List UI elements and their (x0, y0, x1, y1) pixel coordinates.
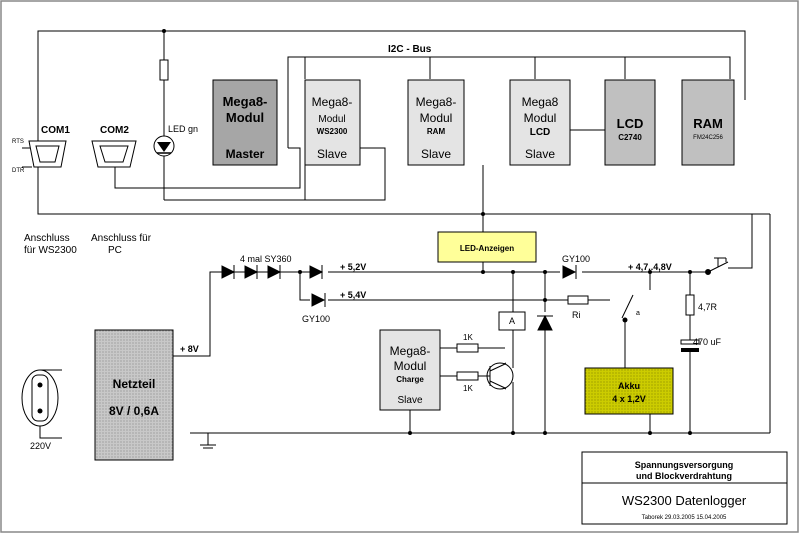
v52-label: + 5,2V (340, 262, 366, 272)
slave-ws2300-line4: Slave (317, 147, 347, 161)
module-lcd (604, 79, 656, 166)
v54-label: + 5,4V (340, 290, 366, 300)
v220-label: 220V (30, 441, 51, 451)
anschluss-pc-line1: Anschluss für (91, 233, 152, 244)
slave-ram-line3: RAM (427, 127, 446, 136)
title-author: Taborek 29.03.2005 15.04.2005 (642, 515, 727, 521)
slave-lcd-line2: Modul (524, 111, 557, 125)
diode-gy100-lower-icon (311, 293, 326, 307)
gy100-upper-label: GY100 (562, 254, 590, 264)
com2-label: COM2 (100, 125, 129, 136)
diode-sy360-icons (221, 265, 324, 279)
slave-ws2300-line2: Modul (318, 114, 345, 125)
resistor-4r7 (685, 294, 695, 316)
slave-lcd-line1: Mega8 (522, 95, 559, 109)
ram-line2: FM24C256 (693, 135, 723, 141)
plus8v-label: + 8V (180, 344, 199, 354)
gy100-lower-label: GY100 (302, 314, 330, 324)
r1k-a-label: 1K (463, 333, 473, 342)
anschluss-pc-line2: PC (108, 245, 122, 256)
title-block (581, 451, 788, 525)
slave-ram-line2: Modul (420, 111, 453, 125)
relay-coil (498, 311, 526, 331)
r47-label: 4,7R (698, 302, 718, 312)
module-slave-lcd (509, 79, 571, 166)
junction-dots (162, 29, 692, 435)
anschluss-ws2300-line1: Anschluss (24, 233, 70, 244)
power-switch-icon (705, 257, 729, 275)
led-anzeigen-box (437, 231, 537, 263)
diode-gy100-upper-icon (562, 265, 577, 279)
title-project: WS2300 Datenlogger (622, 493, 747, 508)
akku-line2: 4 x 1,2V (612, 394, 646, 404)
ri-label: Ri (572, 310, 581, 320)
module-slave-ram (407, 79, 465, 166)
transistor-leads (478, 363, 506, 389)
r1k-b-label: 1K (463, 384, 473, 393)
netzteil-rating: 8V / 0,6A (109, 404, 159, 418)
charge-line3: Charge (396, 375, 424, 384)
transistor-icon (486, 362, 514, 390)
led-gn-icon (153, 135, 175, 157)
slave-lcd-line4: Slave (525, 147, 555, 161)
slave-ram-line1: Mega8- (416, 95, 457, 109)
resistor-ri (567, 295, 589, 305)
akku-box (584, 367, 674, 415)
ram-line1: RAM (693, 116, 723, 131)
mains-plug-icon (21, 369, 59, 427)
led-gn-label: LED gn (168, 124, 198, 134)
dtr-label: DTR (12, 168, 25, 174)
title-line2: und Blockverdrahtung (636, 471, 732, 481)
lcd-line1: LCD (617, 116, 644, 131)
slave-lcd-line3: LCD (530, 127, 551, 138)
rts-label: RTS (12, 139, 24, 145)
charge-line1: Mega8- (390, 344, 431, 358)
netzteil-box (94, 329, 174, 461)
com2-connector-icon (91, 140, 137, 168)
slave-ws2300-line1: Mega8- (312, 95, 353, 109)
protection-diode-icon (537, 314, 553, 331)
slave-ram-line4: Slave (421, 147, 451, 161)
title-line1: Spannungsversorgung (635, 460, 734, 470)
anschluss-ws2300-line2: für WS2300 (24, 245, 77, 256)
netzteil-title: Netzteil (113, 377, 156, 391)
lcd-line2: C2740 (618, 133, 642, 142)
capacitor-icon (680, 339, 700, 352)
master-line3: Master (226, 147, 265, 161)
led-resistor (159, 59, 169, 81)
akku-line1: Akku (618, 381, 640, 391)
c470-label: 470 uF (693, 337, 722, 347)
led-anzeigen-label: LED-Anzeigen (460, 244, 514, 253)
resistor-1k-a (456, 343, 479, 353)
wiring (22, 30, 771, 449)
relay-label: A (509, 316, 515, 326)
relay-contact-dot (622, 317, 628, 323)
v-out-label: + 4,7..4,8V (628, 262, 672, 272)
diodes-label: 4 mal SY360 (240, 254, 292, 264)
module-ram (681, 79, 735, 166)
relay-contact-label: a (636, 310, 640, 317)
charge-line2: Modul (394, 359, 427, 373)
slave-ws2300-line3: WS2300 (317, 127, 348, 136)
resistor-1k-b (456, 371, 479, 381)
master-line1: Mega8- (223, 94, 268, 109)
module-master (212, 79, 278, 166)
com1-label: COM1 (41, 125, 70, 136)
com1-connector-icon (28, 140, 67, 168)
module-slave-ws2300 (304, 79, 361, 166)
charge-line4: Slave (397, 395, 422, 406)
i2c-bus-label: I2C - Bus (388, 44, 432, 55)
master-line2: Modul (226, 110, 264, 125)
module-charge (379, 329, 441, 411)
